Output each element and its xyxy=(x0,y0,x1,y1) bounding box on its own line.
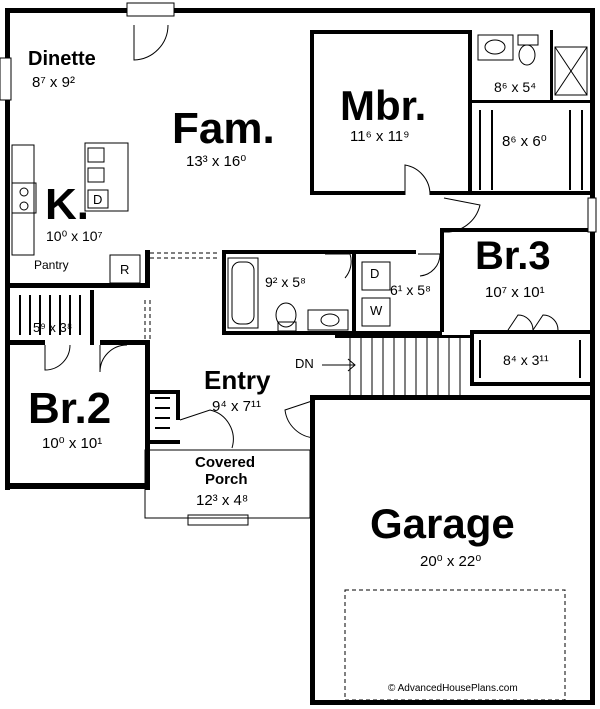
room-dim-br3: 10⁷ x 10¹ xyxy=(485,284,545,301)
room-dim-master-closet: 8⁶ x 6⁰ xyxy=(502,133,547,150)
room-name-porch-line1: Covered xyxy=(195,454,256,471)
windows xyxy=(0,2,597,233)
interior-walls xyxy=(5,30,595,490)
credit-text: © AdvancedHousePlans.com xyxy=(388,683,518,694)
fixtures xyxy=(11,34,588,701)
room-dim-laundry: 6¹ x 5⁸ xyxy=(390,282,431,298)
room-name-pantry: Pantry xyxy=(34,258,69,272)
room-dim-bath2: 9² x 5⁸ xyxy=(265,274,306,290)
closet-hangers xyxy=(19,110,583,429)
room-dim-kitchen: 10⁰ x 10⁷ xyxy=(46,228,103,244)
room-name-br2: Br.2 xyxy=(28,384,112,433)
room-dim-master-bath: 8⁶ x 5⁴ xyxy=(494,79,537,95)
room-dim-dinette: 8⁷ x 9² xyxy=(32,74,75,91)
room-name-mbr: Mbr. xyxy=(340,82,427,129)
doors xyxy=(44,24,559,449)
stairs-down-label: DN xyxy=(295,356,314,371)
room-dim-fam: 13³ x 16⁰ xyxy=(186,153,247,170)
room-dim-br2: 10⁰ x 10¹ xyxy=(42,435,103,452)
room-name-dinette: Dinette xyxy=(28,48,96,70)
room-name-br3: Br.3 xyxy=(475,234,551,278)
room-dim-mbr: 11⁶ x 11⁹ xyxy=(350,128,410,145)
room-dim-br3-closet: 8⁴ x 3¹¹ xyxy=(503,352,549,368)
room-dim-garage: 20⁰ x 22⁰ xyxy=(420,553,482,570)
room-dim-entry: 9⁴ x 7¹¹ xyxy=(212,398,261,415)
room-name-kitchen: K. xyxy=(45,180,89,229)
fridge-box xyxy=(109,254,141,284)
washer-label: W xyxy=(370,303,383,318)
room-dim-br2-closet: 5⁹ x 3⁸ xyxy=(33,320,73,335)
dryer-label: D xyxy=(370,266,380,281)
room-name-porch-line2: Porch xyxy=(205,471,248,488)
room-name-entry: Entry xyxy=(204,365,271,395)
dishwasher-box xyxy=(87,189,109,209)
room-dim-porch: 12³ x 4⁸ xyxy=(196,492,249,509)
room-name-garage: Garage xyxy=(370,500,515,547)
refrigerator-label: R xyxy=(120,262,130,277)
dishwasher-label: D xyxy=(93,192,103,207)
room-name-fam: Fam. xyxy=(172,104,275,153)
stairs xyxy=(322,338,461,395)
